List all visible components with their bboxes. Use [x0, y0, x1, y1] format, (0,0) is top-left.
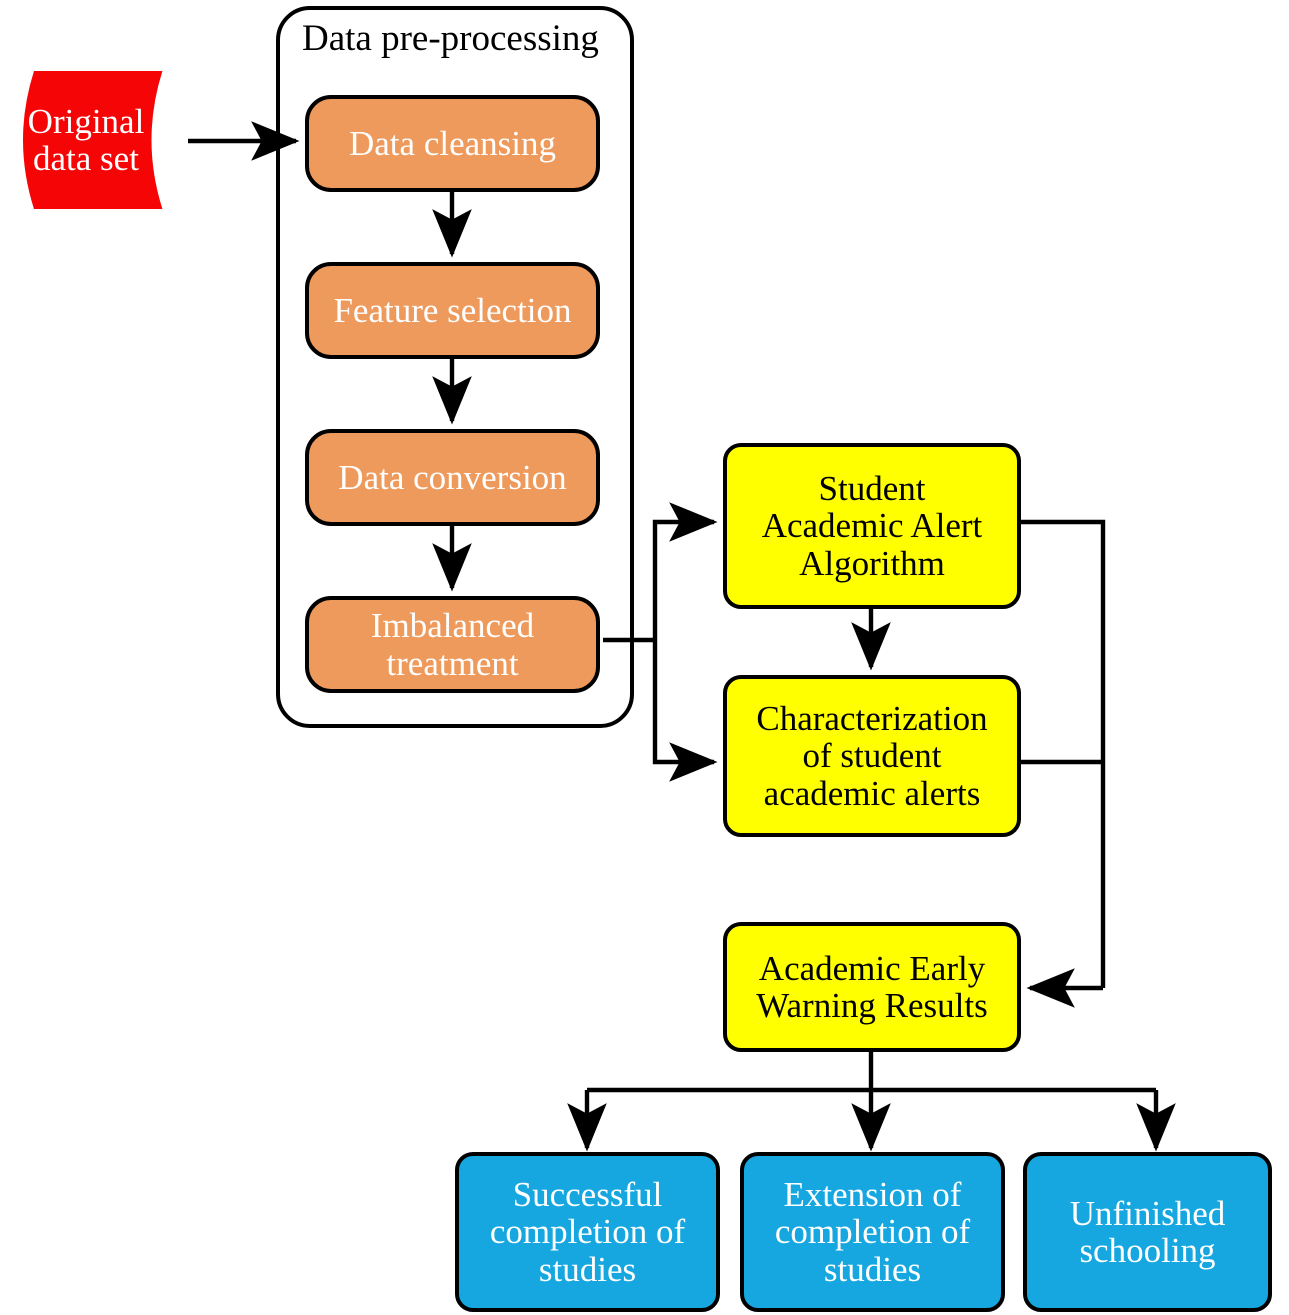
node-academic-early-warning-results[interactable]: Academic Early Warning Results — [723, 922, 1021, 1052]
node-extension-of-completion-of-studies[interactable]: Extension of completion of studies — [740, 1152, 1005, 1312]
original-data-set-node[interactable]: Original data set — [8, 71, 190, 209]
edge-bus-to-characterization — [652, 640, 718, 782]
node-imbalanced-treatment[interactable]: Imbalanced treatment — [305, 596, 600, 693]
data-preprocessing-group-title: Data pre-processing — [302, 18, 599, 59]
node-feature-selection[interactable]: Feature selection — [305, 262, 600, 359]
data-preprocessing-group — [276, 6, 634, 728]
node-successful-completion-of-studies[interactable]: Successful completion of studies — [455, 1152, 720, 1312]
node-unfinished-schooling[interactable]: Unfinished schooling — [1023, 1152, 1272, 1312]
edge-bus-to-algorithm — [652, 502, 718, 640]
node-data-conversion[interactable]: Data conversion — [305, 429, 600, 526]
original-data-set-label: Original data set — [27, 101, 145, 178]
cylinder-shape — [23, 71, 166, 209]
node-characterization-of-student-academic-alerts[interactable]: Characterization of student academic ale… — [723, 675, 1021, 837]
node-data-cleansing[interactable]: Data cleansing — [305, 95, 600, 192]
node-student-academic-alert-algorithm[interactable]: Student Academic Alert Algorithm — [723, 443, 1021, 609]
edge-algorithm-right — [1021, 519, 1106, 988]
